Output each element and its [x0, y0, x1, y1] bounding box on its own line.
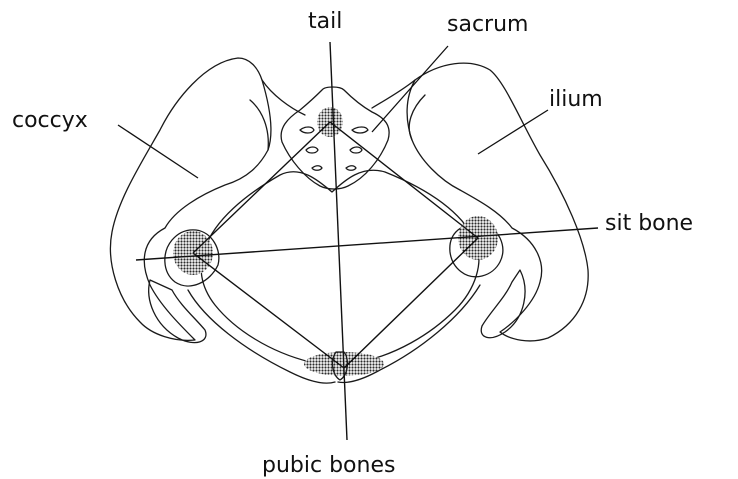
axis-tail-to-right-sit-bone: [330, 122, 478, 238]
left-obturator: [149, 280, 206, 343]
sacrum-foramen-left-1: [300, 127, 314, 133]
ilium-leader: [478, 110, 548, 154]
sacrum-label: sacrum: [447, 12, 528, 37]
vertical-axis: [330, 42, 347, 440]
right-ilium-edge: [372, 80, 415, 108]
sit-bone-label: sit bone: [605, 211, 693, 236]
pubic-bones-label: pubic bones: [262, 453, 395, 478]
axis-left-sit-bone-to-pubis: [193, 253, 344, 368]
right-obturator: [481, 270, 525, 338]
sacrum-foramen-left-2: [306, 147, 318, 153]
axis-right-sit-bone-to-pubis: [344, 238, 478, 368]
left-ilium-wing: [110, 58, 270, 340]
ilium-label: ilium: [549, 87, 603, 112]
sacrum-foramen-right-3: [346, 166, 356, 171]
tail-label: tail: [308, 9, 342, 34]
left-ilium-edge: [262, 80, 305, 115]
sacrum-foramen-right-1: [352, 127, 368, 133]
left-ilium-inner-ridge: [250, 100, 268, 150]
right-ilium-inner-ridge: [409, 95, 425, 140]
sacrum-foramen-right-2: [350, 147, 362, 153]
axis-tail-to-left-sit-bone: [193, 122, 330, 253]
sacrum-foramen-left-3: [312, 166, 322, 171]
coccyx-label: coccyx: [12, 108, 88, 133]
